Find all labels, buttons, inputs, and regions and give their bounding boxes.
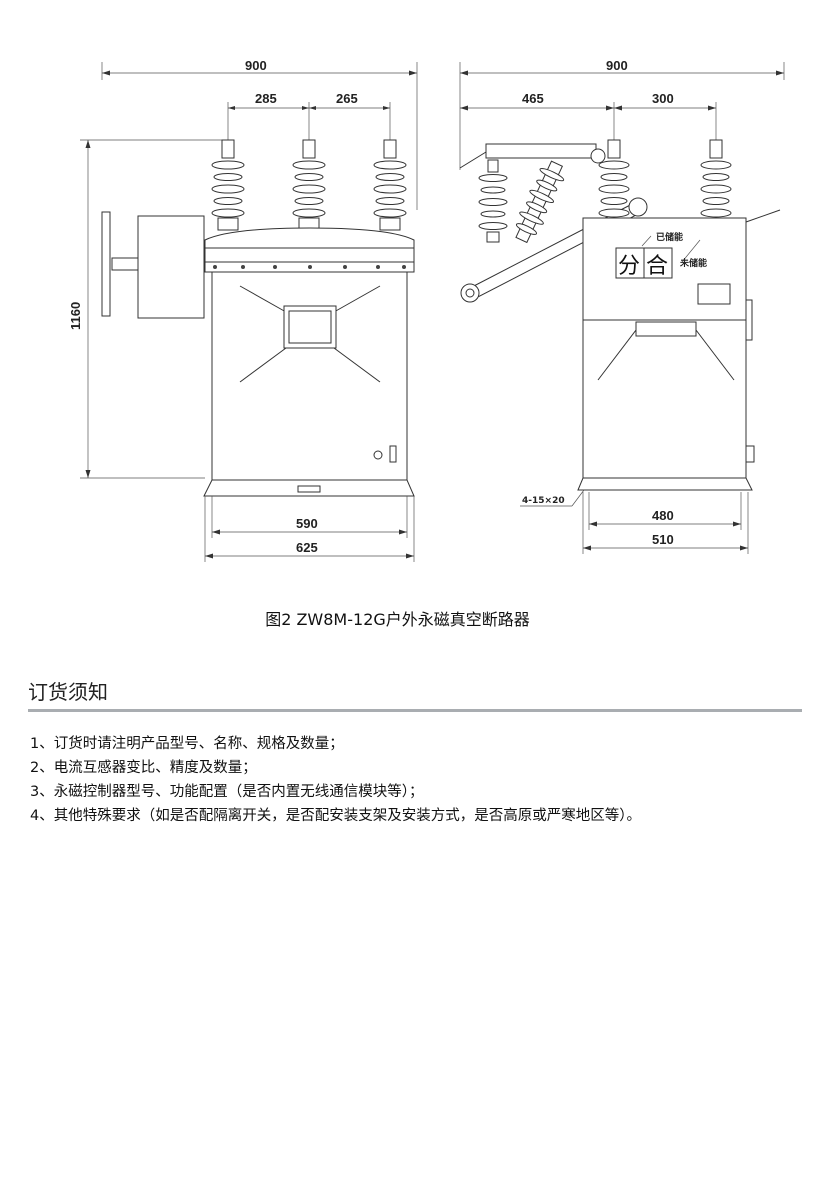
- side-view: 900 465 300: [459, 58, 785, 554]
- figure-caption: 图2 ZW8M-12G户外永磁真空断路器: [265, 610, 530, 629]
- hole-note: 4-15×20: [522, 496, 565, 506]
- section-title: 订货须知: [28, 680, 108, 704]
- front-view: 900 285 265 1160: [68, 58, 418, 562]
- order-note-3: 3、永磁控制器型号、功能配置（是否内置无线通信模块等）；: [30, 784, 424, 800]
- sign-open: 分: [618, 254, 640, 279]
- side-isolator-insulator: [478, 159, 508, 243]
- order-note-4: 4、其他特殊要求（如是否配隔离开关，是否配安装支架及安装方式，是否高原或严寒地区…: [30, 808, 641, 824]
- label-charged: 已储能: [656, 231, 683, 243]
- order-notes-list: 1、订货时请注明产品型号、名称、规格及数量； 2、电流互感器变比、精度及数量； …: [30, 732, 641, 828]
- front-insulator-2: [292, 139, 326, 231]
- side-insulator-1: [598, 139, 630, 218]
- front-dim-height: 1160: [68, 302, 83, 330]
- order-note-1: 1、订货时请注明产品型号、名称、规格及数量；: [30, 736, 344, 752]
- side-inclined-insulator: [515, 160, 565, 244]
- front-dim-base-outer: 625: [296, 540, 318, 555]
- side-dim-arm: 465: [522, 91, 544, 106]
- side-dim-base-inner: 480: [652, 508, 674, 523]
- side-dim-pitch: 300: [652, 91, 674, 106]
- front-dim-pitch-left: 285: [255, 91, 277, 106]
- section-divider: [28, 709, 802, 712]
- sign-close: 合: [646, 254, 668, 279]
- front-insulator-1: [211, 139, 245, 231]
- order-note-2: 2、电流互感器变比、精度及数量；: [30, 760, 257, 776]
- front-dim-pitch-right: 265: [336, 91, 358, 106]
- front-dim-base-inner: 590: [296, 516, 318, 531]
- front-dim-top: 900: [245, 58, 267, 73]
- label-uncharged: 未储能: [679, 257, 707, 269]
- front-insulator-3: [373, 139, 407, 231]
- side-insulator-2: [700, 139, 732, 218]
- technical-drawing: 900 285 265 1160: [68, 58, 785, 562]
- side-dim-top: 900: [606, 58, 628, 73]
- side-dim-base-outer: 510: [652, 532, 674, 547]
